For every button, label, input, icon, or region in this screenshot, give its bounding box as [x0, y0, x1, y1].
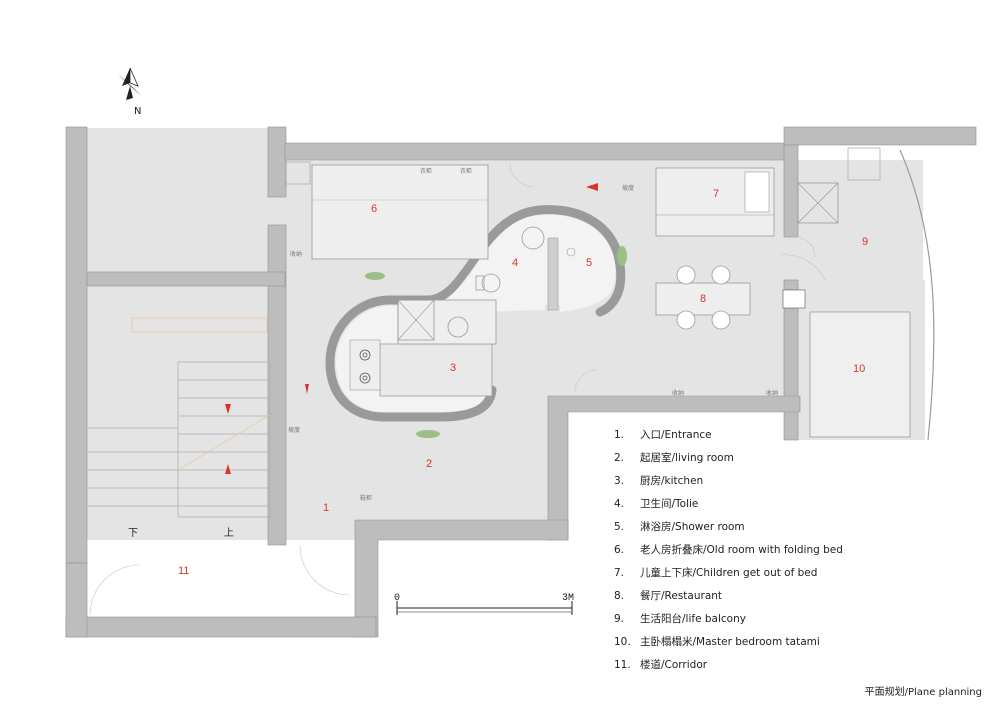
- toilet-icon: [475, 273, 501, 293]
- stair-down-label: 下: [128, 528, 138, 539]
- storage-block: [285, 161, 311, 185]
- fridge-box: [397, 299, 435, 341]
- legend-list: 1.入口/Entrance 2.起居室/living room 3.厨房/kit…: [614, 427, 914, 680]
- stair-arrow-down-icon: [225, 404, 231, 414]
- room-number-11: 11: [178, 565, 189, 577]
- slope-arrow-up-icon: [305, 384, 309, 394]
- legend-item: 5.淋浴房/Shower room: [614, 521, 745, 533]
- storage-label-3: 收纳: [766, 389, 778, 397]
- legend-item: 9.生活阳台/life balcony: [614, 613, 746, 625]
- shoe-cabinet-label: 鞋柜: [360, 494, 372, 502]
- staircase: [88, 317, 271, 518]
- legend-item: 4.卫生间/Tolie: [614, 498, 699, 510]
- slope-arrow-icon: [586, 183, 598, 191]
- scale-end-label: 3M: [562, 593, 574, 604]
- tatami-platform: [809, 311, 911, 438]
- balcony-sink: [847, 147, 881, 181]
- corridor-landing: [87, 540, 285, 620]
- washbasin-icon: [521, 226, 545, 250]
- radiator-grille: [782, 289, 806, 309]
- room-number-2: 2: [426, 458, 432, 470]
- folding-bed: [311, 164, 489, 260]
- storage-label-1: 收纳: [290, 250, 302, 258]
- legend-item: 2.起居室/living room: [614, 452, 734, 464]
- shower-drain-icon: [566, 247, 576, 257]
- plan-title: 平面规划/Plane planning: [864, 687, 982, 698]
- slope-label-1: 坡度: [622, 184, 634, 192]
- walls: [65, 126, 977, 638]
- kitchen-side-counter: [397, 299, 497, 345]
- plant-icon: [365, 246, 627, 438]
- legend-item: 8.餐厅/Restaurant: [614, 590, 723, 602]
- storage-label-2: 收纳: [672, 389, 684, 397]
- compass-label: N: [134, 106, 141, 117]
- balcony-washer: [797, 182, 839, 224]
- room-number-10: 10: [853, 363, 865, 375]
- north-compass-icon: [118, 67, 142, 100]
- room-number-3: 3: [450, 362, 456, 374]
- room-number-8: 8: [700, 293, 706, 305]
- slope-label-2: 坡度: [288, 426, 300, 434]
- legend-item: 11.楼道/Corridor: [614, 659, 708, 671]
- wardrobe-label-2: 衣柜: [460, 167, 472, 175]
- balcony-curved-window: [899, 149, 935, 441]
- dining-table: [655, 282, 751, 316]
- stair-up-label: 上: [224, 527, 234, 539]
- door-swings: [89, 162, 826, 616]
- wardrobe-label-1: 衣柜: [420, 167, 432, 175]
- room-number-6: 6: [371, 203, 377, 215]
- stair-arrow-up-icon: [225, 464, 231, 474]
- legend-item: 7.儿童上下床/Children get out of bed: [614, 567, 818, 579]
- legend-item: 3.厨房/kitchen: [614, 475, 704, 487]
- room-number-7: 7: [713, 188, 719, 200]
- scale-bar: [396, 601, 573, 615]
- legend-item: 10.主卧榻榻米/Master bedroom tatami: [614, 636, 820, 648]
- bunk-bed-pillow: [744, 171, 770, 213]
- room-number-5: 5: [586, 257, 592, 269]
- dining-chairs: [676, 265, 731, 330]
- scale-start-label: 0: [394, 593, 400, 604]
- legend-item: 1.入口/Entrance: [614, 429, 712, 441]
- stove-counter: [349, 339, 381, 391]
- kitchen-counter: [379, 343, 493, 397]
- room-number-9: 9: [862, 236, 868, 248]
- room-number-1: 1: [323, 502, 329, 514]
- legend-item: 6.老人房折叠床/Old room with folding bed: [614, 544, 843, 556]
- stove-burner-icon: [359, 349, 371, 384]
- shower-partition: [547, 237, 559, 311]
- sink-circle: [447, 316, 469, 338]
- curved-core-fill: [336, 214, 616, 412]
- room-number-4: 4: [512, 257, 518, 269]
